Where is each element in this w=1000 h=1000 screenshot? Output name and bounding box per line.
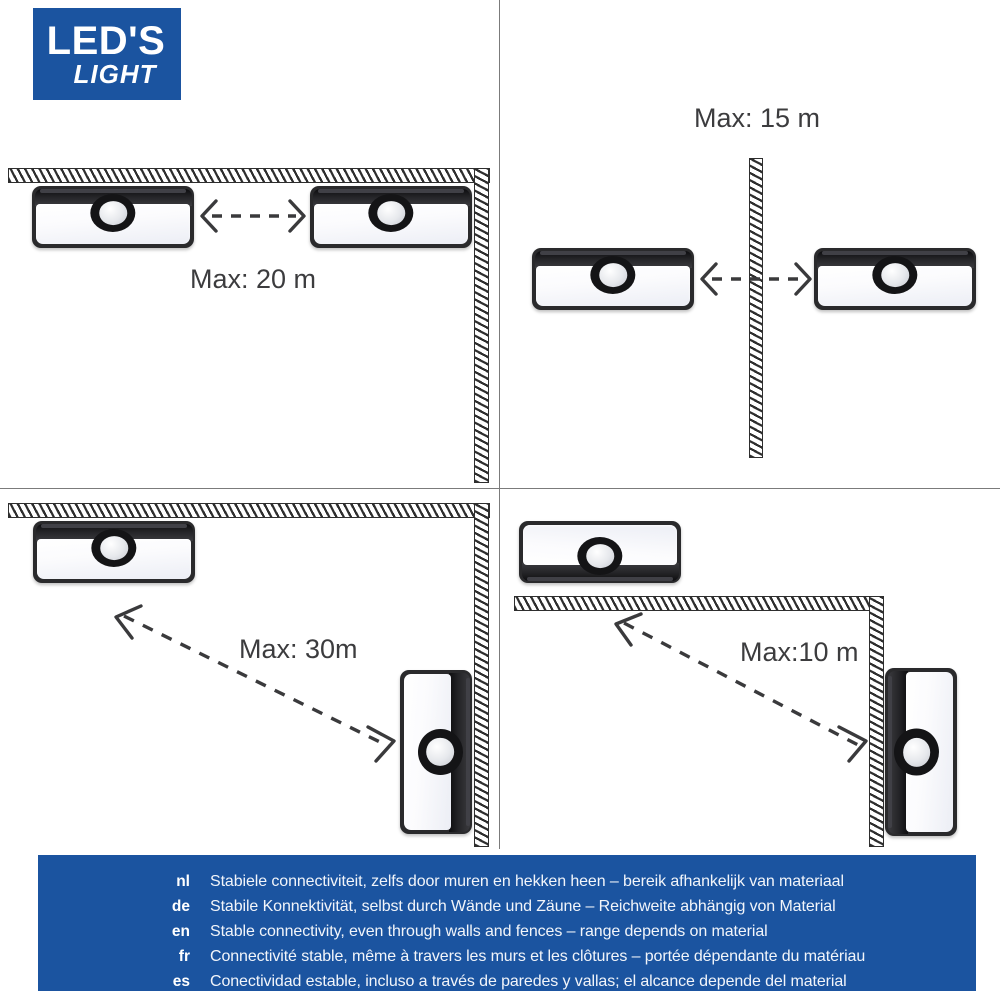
- multilingual-footer: nl Stabiele connectiviteit, zelfs door m…: [38, 855, 976, 991]
- footer-lang-code-es: es: [172, 973, 190, 990]
- wall-side-top-left: [474, 168, 489, 483]
- footer-row-en: en Stable connectivity, even through wal…: [38, 920, 976, 944]
- lamp-top-right-a: [532, 248, 694, 310]
- arrow-top-right: [700, 262, 812, 296]
- lamp-bottom-left-side: [400, 670, 472, 834]
- footer-row-es: es Conectividad estable, incluso a travé…: [38, 970, 976, 994]
- arrow-bottom-left: [114, 604, 396, 763]
- footer-row-de: de Stabile Konnektivität, selbst durch W…: [38, 895, 976, 919]
- lamp-bottom-left-ceiling: [33, 521, 195, 583]
- footer-text-en: Stable connectivity, even through walls …: [210, 923, 768, 940]
- wall-ceiling-bottom-left: [8, 503, 490, 518]
- quadrant-divider-vertical: [499, 0, 501, 849]
- lamp-top-right-b: [814, 248, 976, 310]
- wall-ceiling-top-left: [8, 168, 490, 183]
- footer-text-nl: Stabiele connectiviteit, zelfs door mure…: [210, 873, 844, 890]
- footer-text-es: Conectividad estable, incluso a través d…: [210, 973, 847, 990]
- footer-row-fr: fr Connectivité stable, même à travers l…: [38, 945, 976, 969]
- wall-partition-top-right: [749, 158, 763, 458]
- label-max-distance-top-right: Max: 15 m: [694, 103, 821, 133]
- footer-lang-code-en: en: [171, 923, 190, 940]
- brand-logo: LED'S LIGHT: [33, 8, 181, 100]
- wall-side-bottom-right: [869, 596, 884, 847]
- label-max-distance-bottom-right: Max:10 m: [740, 637, 859, 667]
- lamp-bottom-right-outside: [519, 521, 681, 583]
- lamp-top-left-b: [310, 186, 472, 248]
- footer-lang-code-nl: nl: [176, 873, 190, 890]
- footer-text-de: Stabile Konnektivität, selbst durch Wänd…: [210, 898, 836, 915]
- arrow-bottom-right: [614, 612, 868, 763]
- logo-line-2: LIGHT: [73, 58, 157, 89]
- arrow-top-left: [200, 199, 306, 233]
- footer-lang-code-de: de: [171, 898, 190, 915]
- lamp-top-left-a: [32, 186, 194, 248]
- lamp-bottom-right-side: [885, 668, 957, 836]
- quadrant-divider-horizontal: [0, 488, 1000, 490]
- footer-row-nl: nl Stabiele connectiviteit, zelfs door m…: [38, 870, 976, 894]
- footer-text-fr: Connectivité stable, même à travers les …: [210, 948, 866, 965]
- label-max-distance-top-left: Max: 20 m: [190, 264, 317, 294]
- footer-lang-code-fr: fr: [178, 948, 190, 965]
- logo-line-1: LED'S: [46, 18, 166, 63]
- label-max-distance-bottom-left: Max: 30m: [239, 634, 358, 664]
- wall-side-bottom-left: [474, 503, 489, 847]
